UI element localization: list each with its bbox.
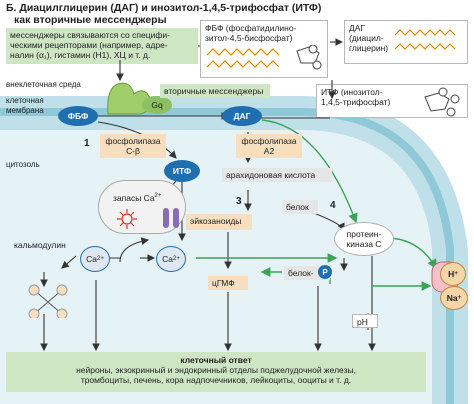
cgmp-label: цГМФ	[212, 278, 235, 288]
dag-structure-line-3: глицерин)	[349, 43, 389, 53]
protein-label: белок	[286, 202, 309, 212]
pla2-line-2: A2	[263, 146, 275, 156]
dag-oval: ДАГ	[222, 106, 262, 126]
info-line-3: налин (α₁), гистамин (H1), ХЦ и т. д.	[10, 50, 151, 60]
pbf-structure-line-1: ФБФ (фосфатидилино-	[205, 23, 297, 33]
extracellular-label: внеклеточная среда	[6, 80, 81, 89]
info-line-1: мессенджеры связываются со специфи-	[10, 30, 170, 40]
protein-p-label: белок-	[288, 268, 314, 278]
arachidonic-acid-label: арахидоновая кислота	[226, 170, 316, 180]
gq-protein: Gq	[142, 96, 172, 114]
pla2-line-1: фосфолипаза	[241, 136, 297, 146]
itf-label: ИТФ	[172, 166, 192, 176]
dag-structure-box: ДАГ (диацил- глицерин)	[344, 20, 468, 64]
dag-structure-line-2: (диацил-	[349, 33, 384, 43]
info-line-2: ческими рецепторами (например, адре-	[10, 40, 168, 50]
title-line-1: Б. Диацилглицерин (ДАГ) и инозитол-1,4,5…	[6, 2, 322, 14]
dag-molecule-icon	[394, 29, 456, 50]
cytosol-label: цитозоль	[6, 160, 40, 169]
na-ion: Na+	[440, 286, 468, 310]
h-ion: H+	[440, 262, 466, 286]
calmodulin-label: кальмодулин	[14, 240, 66, 250]
info-box: мессенджеры связываются со специфи- ческ…	[6, 28, 198, 64]
pbf-structure-line-2: зитол-4,5-бисфосфат)	[205, 33, 293, 43]
pbf-oval: ФБФ	[58, 106, 98, 126]
itf-structure-line-2: 1,4,5-трифосфат)	[321, 97, 391, 107]
pla2-box: фосфолипаза A2	[236, 134, 302, 158]
eicosanoids-box: эйкозаноиды	[186, 214, 252, 230]
membrane-label-2: мембрана	[6, 106, 44, 115]
plc-line-2: C-β	[126, 146, 140, 156]
phosphate-icon: P	[318, 265, 332, 279]
pkc-oval: протеин- киназа C	[334, 222, 394, 256]
itf-oval: ИТФ	[164, 160, 200, 182]
itf-structure-line-1: ИТФ (инозитол-	[321, 87, 383, 97]
plc-box: фосфолипаза C-β	[100, 134, 166, 158]
gq-label: Gq	[151, 100, 163, 110]
title-line-2: как вторичные мессенджеры	[14, 14, 167, 26]
ca-release-burst-icon	[117, 209, 137, 229]
ca-channel-icon	[163, 208, 179, 228]
dag-label: ДАГ	[233, 111, 251, 121]
pbf-molecule-icon	[206, 45, 322, 70]
ca-stores-label: запасы Ca2+	[113, 192, 162, 203]
second-messengers-label: вторичные мессенджеры	[164, 86, 264, 96]
second-messengers-box: вторичные мессенджеры	[160, 84, 270, 98]
itf-structure-box: ИТФ (инозитол- 1,4,5-трифосфат)	[316, 84, 468, 118]
cellular-response-box: клеточный ответ нейроны, экзокринный и э…	[6, 352, 426, 392]
arachidonic-acid-box: арахидоновая кислота	[222, 168, 332, 182]
plc-line-1: фосфолипаза	[105, 136, 161, 146]
pbf-label: ФБФ	[67, 111, 89, 121]
membrane-label-1: клеточная	[6, 96, 44, 105]
step-number-1: 1	[84, 138, 90, 149]
cellular-response-line-2: тромбоциты, печень, кора надпочечников, …	[80, 375, 352, 385]
dag-structure-line-1: ДАГ	[349, 23, 366, 33]
cellular-response-line-1: нейроны, экзокринный и эндокринный отдел…	[76, 365, 356, 375]
pkc-line-2: киназа C	[346, 239, 382, 249]
pbf-structure-box: ФБФ (фосфатидилино- зитол-4,5-бисфосфат)	[200, 20, 328, 78]
itf-molecule-icon	[424, 87, 460, 117]
ph-box: pH	[352, 314, 378, 328]
cellular-response-title: клеточный ответ	[180, 355, 252, 365]
calmodulin-icon	[28, 284, 68, 318]
ca-stores: запасы Ca2+	[98, 180, 186, 234]
ph-label: pH	[357, 317, 368, 327]
cgmp-box: цГМФ	[208, 276, 248, 290]
protein-box: белок	[282, 200, 318, 214]
eicosanoids-label: эйкозаноиды	[190, 216, 242, 226]
step-number-3: 3	[236, 196, 242, 207]
step-number-4: 4	[330, 200, 336, 211]
pkc-line-1: протеин-	[346, 229, 382, 239]
